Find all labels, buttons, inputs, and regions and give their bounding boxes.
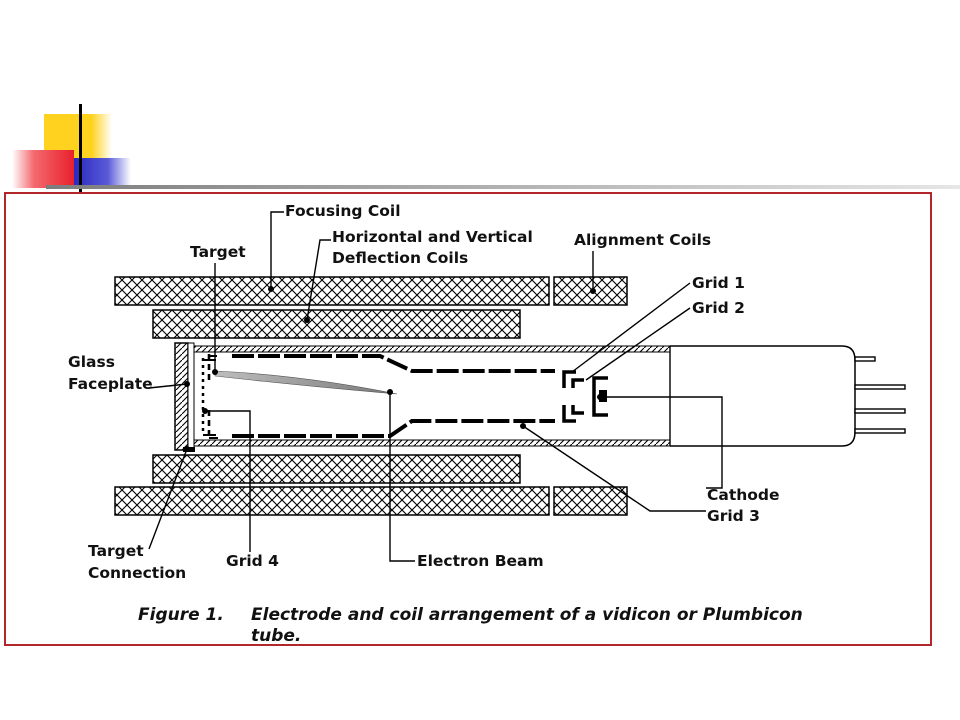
cathode-element [599,390,607,402]
grid3-label: Grid 3 [707,507,760,525]
grid4-mesh [207,354,218,440]
blue-square [73,158,131,188]
deflection-coil-bottom [152,454,521,484]
electron-beam [214,370,398,395]
horizontal-rule [46,185,960,189]
deflection-coils-label-2: Deflection Coils [332,249,468,267]
deflection-coils-label-1: Horizontal and Vertical [332,228,533,246]
grid1-label: Grid 1 [692,274,745,292]
vertical-rule [79,104,82,192]
alignment-coil-top [553,276,628,306]
alignment-coils-label: Alignment Coils [574,231,711,249]
electron-beam-label: Electron Beam [417,552,544,570]
target-connection-label-2: Connection [88,564,186,582]
grid3-electrode [232,354,555,438]
slide-decoration [12,104,960,192]
figure-caption-line1: Electrode and coil arrangement of a vidi… [251,605,803,625]
vidicon-tube-diagram: Focusing Coil Target Horizontal and Vert… [68,202,906,644]
alignment-coil-bottom [553,486,628,516]
target-connection-label-1: Target [88,542,144,560]
red-square [12,150,74,188]
grid4-label: Grid 4 [226,552,279,570]
leader-lines [148,211,723,562]
focusing-coil-top [114,276,550,306]
glass-faceplate-label-1: Glass [68,353,115,371]
figure-frame: Focusing Coil Target Horizontal and Vert… [4,192,932,646]
focusing-coil-label: Focusing Coil [285,202,401,220]
focusing-coil-bottom [114,486,550,516]
glass-faceplate [174,342,195,452]
deflection-coil-top [152,309,521,339]
tube-envelope [189,345,856,447]
figure-number: Figure 1. [138,605,224,625]
figure-caption-line2: tube. [251,626,301,644]
target-label: Target [190,243,246,261]
cathode-label: Cathode [707,486,780,504]
grid2-label: Grid 2 [692,299,745,317]
base-pins [854,356,906,434]
glass-faceplate-label-2: Faceplate [68,375,153,393]
